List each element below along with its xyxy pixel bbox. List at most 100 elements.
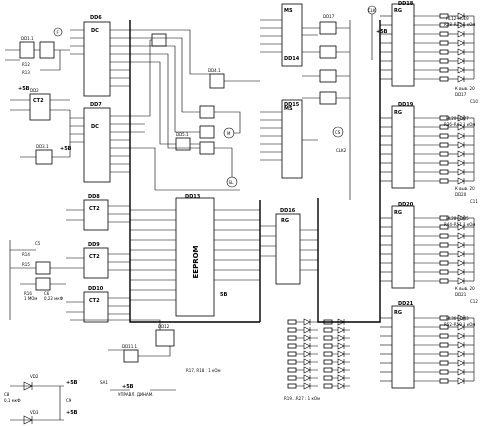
power-block: VD2 VD3 C8 0,1 мкФ C9 +5В +5В DD11.1 SA1… — [4, 319, 221, 425]
node-m-label: M — [227, 131, 231, 136]
chip-dd8-func: CT2 — [89, 206, 100, 212]
chip-dd8-ref: DD8 — [88, 194, 100, 200]
led-diode — [457, 350, 465, 358]
chip-dd15-ref: DD15 — [284, 102, 300, 108]
led-diode — [296, 342, 318, 350]
left-upper-block: DD1.1 F R12 R13 +5В DD2 CT2 DD3.1 — [5, 27, 71, 165]
chip-label-dd2: DD2 — [30, 88, 39, 93]
led-diode — [457, 277, 465, 285]
led-resistor — [287, 335, 297, 341]
led-diode — [457, 141, 465, 149]
pin20-label-2: К выв. 20 — [455, 186, 475, 191]
chip-label-dd11: DD1.1 — [21, 36, 34, 41]
chip-dd7-ref: DD7 — [90, 102, 102, 108]
led-diode — [332, 326, 350, 334]
node-f-label: F — [57, 30, 60, 35]
led-diode — [296, 366, 318, 374]
chip-dd18: RG DD18 +5В — [376, 1, 415, 87]
chip-dd6-ref: DD6 — [90, 15, 102, 21]
led-resistor — [439, 58, 449, 64]
c8-value: 0,1 мкФ — [4, 398, 21, 403]
c9-label: C9 — [66, 398, 72, 403]
led-resistor — [323, 351, 333, 357]
led-diode — [457, 75, 465, 83]
led-diode — [296, 382, 318, 390]
r19-label: R19…R27 : 1 кОм — [284, 396, 320, 401]
led-resistor — [439, 333, 449, 339]
led-diode — [457, 332, 465, 340]
chip-dd9-func: CT2 — [89, 254, 100, 260]
hl-group-1-label: HL12–HL19 — [446, 16, 469, 21]
led-resistor — [439, 251, 449, 257]
vd2-label: VD2 — [30, 374, 39, 379]
led-resistor — [439, 278, 449, 284]
hl-group-1-res: R28–R35 1 кОм — [444, 22, 475, 27]
plus5-label-1: +5В — [18, 86, 30, 92]
led-resistor — [287, 383, 297, 389]
led-diode — [332, 358, 350, 366]
chip-dd13-ref: DD13 — [185, 194, 201, 200]
led-resistor — [439, 76, 449, 82]
r16-label: R16 — [24, 291, 32, 296]
plus5-label-3: +5В — [376, 29, 388, 35]
led-diode — [457, 159, 465, 167]
vd3-label: VD3 — [30, 410, 39, 415]
led-diode — [457, 132, 465, 140]
chip-dd20-func: RG — [394, 210, 402, 216]
pin20-label-1b: DD17 — [455, 92, 467, 97]
chip-dd19: RG DD19 — [391, 102, 415, 189]
led-resistor — [323, 327, 333, 333]
chip-label-dd111: DD11.1 — [122, 344, 138, 349]
led-resistor — [439, 269, 449, 275]
c11-label: C11 — [470, 199, 478, 204]
chip-dd18-ref: DD18 — [398, 1, 414, 7]
chip-func-dd2: CT2 — [33, 98, 44, 104]
chip-dd20: RG DD20 — [391, 202, 415, 289]
hl-group-4-label: HL36–HL43 — [446, 316, 469, 321]
chip-dd16-func: RG — [281, 218, 289, 224]
chip-dd17-ref: DD17 — [323, 14, 335, 19]
chip-dd18-func: RG — [394, 8, 402, 14]
chip-dd21-func: RG — [394, 310, 402, 316]
hl-group-2-label: HL20–HL27 — [446, 116, 469, 121]
led-diode — [457, 177, 465, 185]
chip-label-dd51: DD5.1 — [176, 132, 189, 137]
led-resistor — [287, 359, 297, 365]
led-diode — [332, 382, 350, 390]
bottom-led-chain — [287, 318, 350, 390]
led-resistor — [439, 142, 449, 148]
led-diode — [457, 341, 465, 349]
led-diode — [296, 374, 318, 382]
chip-dd21: RG DD21 — [391, 301, 415, 389]
led-diode — [457, 48, 465, 56]
chip-dd13-func: EEPROM — [192, 245, 200, 278]
led-diode — [296, 326, 318, 334]
chip-dd19-ref: DD19 — [398, 102, 414, 108]
chip-dd9-ref: DD9 — [88, 242, 100, 248]
sa1-label: SA1 — [100, 380, 108, 385]
led-resistor — [287, 375, 297, 381]
led-diode — [296, 358, 318, 366]
led-resistor — [439, 360, 449, 366]
led-diode — [332, 334, 350, 342]
r15-label: R15 — [22, 262, 30, 267]
node-cs — [332, 126, 344, 138]
led-resistor — [323, 375, 333, 381]
led-diode — [332, 350, 350, 358]
led-diode — [332, 342, 350, 350]
chip-dd8: DD8 CT2 — [66, 194, 130, 231]
r17-label: R17, R18 : 1 кОм — [186, 368, 221, 373]
led-diode — [296, 350, 318, 358]
chip-dd10: DD10 CT2 — [66, 286, 130, 323]
chip-dd16-ref: DD16 — [280, 208, 296, 214]
led-diode — [457, 168, 465, 176]
led-resistor — [439, 67, 449, 73]
node-clk2-label: CLK2 — [336, 148, 347, 153]
hl-group-3-res: R44–R51 1 кОм — [444, 222, 475, 227]
hl-group-4-res: R52–R59 1 кОм — [444, 322, 475, 327]
led-diode — [457, 359, 465, 367]
chip-dd10-ref: DD10 — [88, 286, 104, 292]
led-diode — [457, 250, 465, 258]
led-resistor — [439, 151, 449, 157]
led-resistor — [287, 351, 297, 357]
